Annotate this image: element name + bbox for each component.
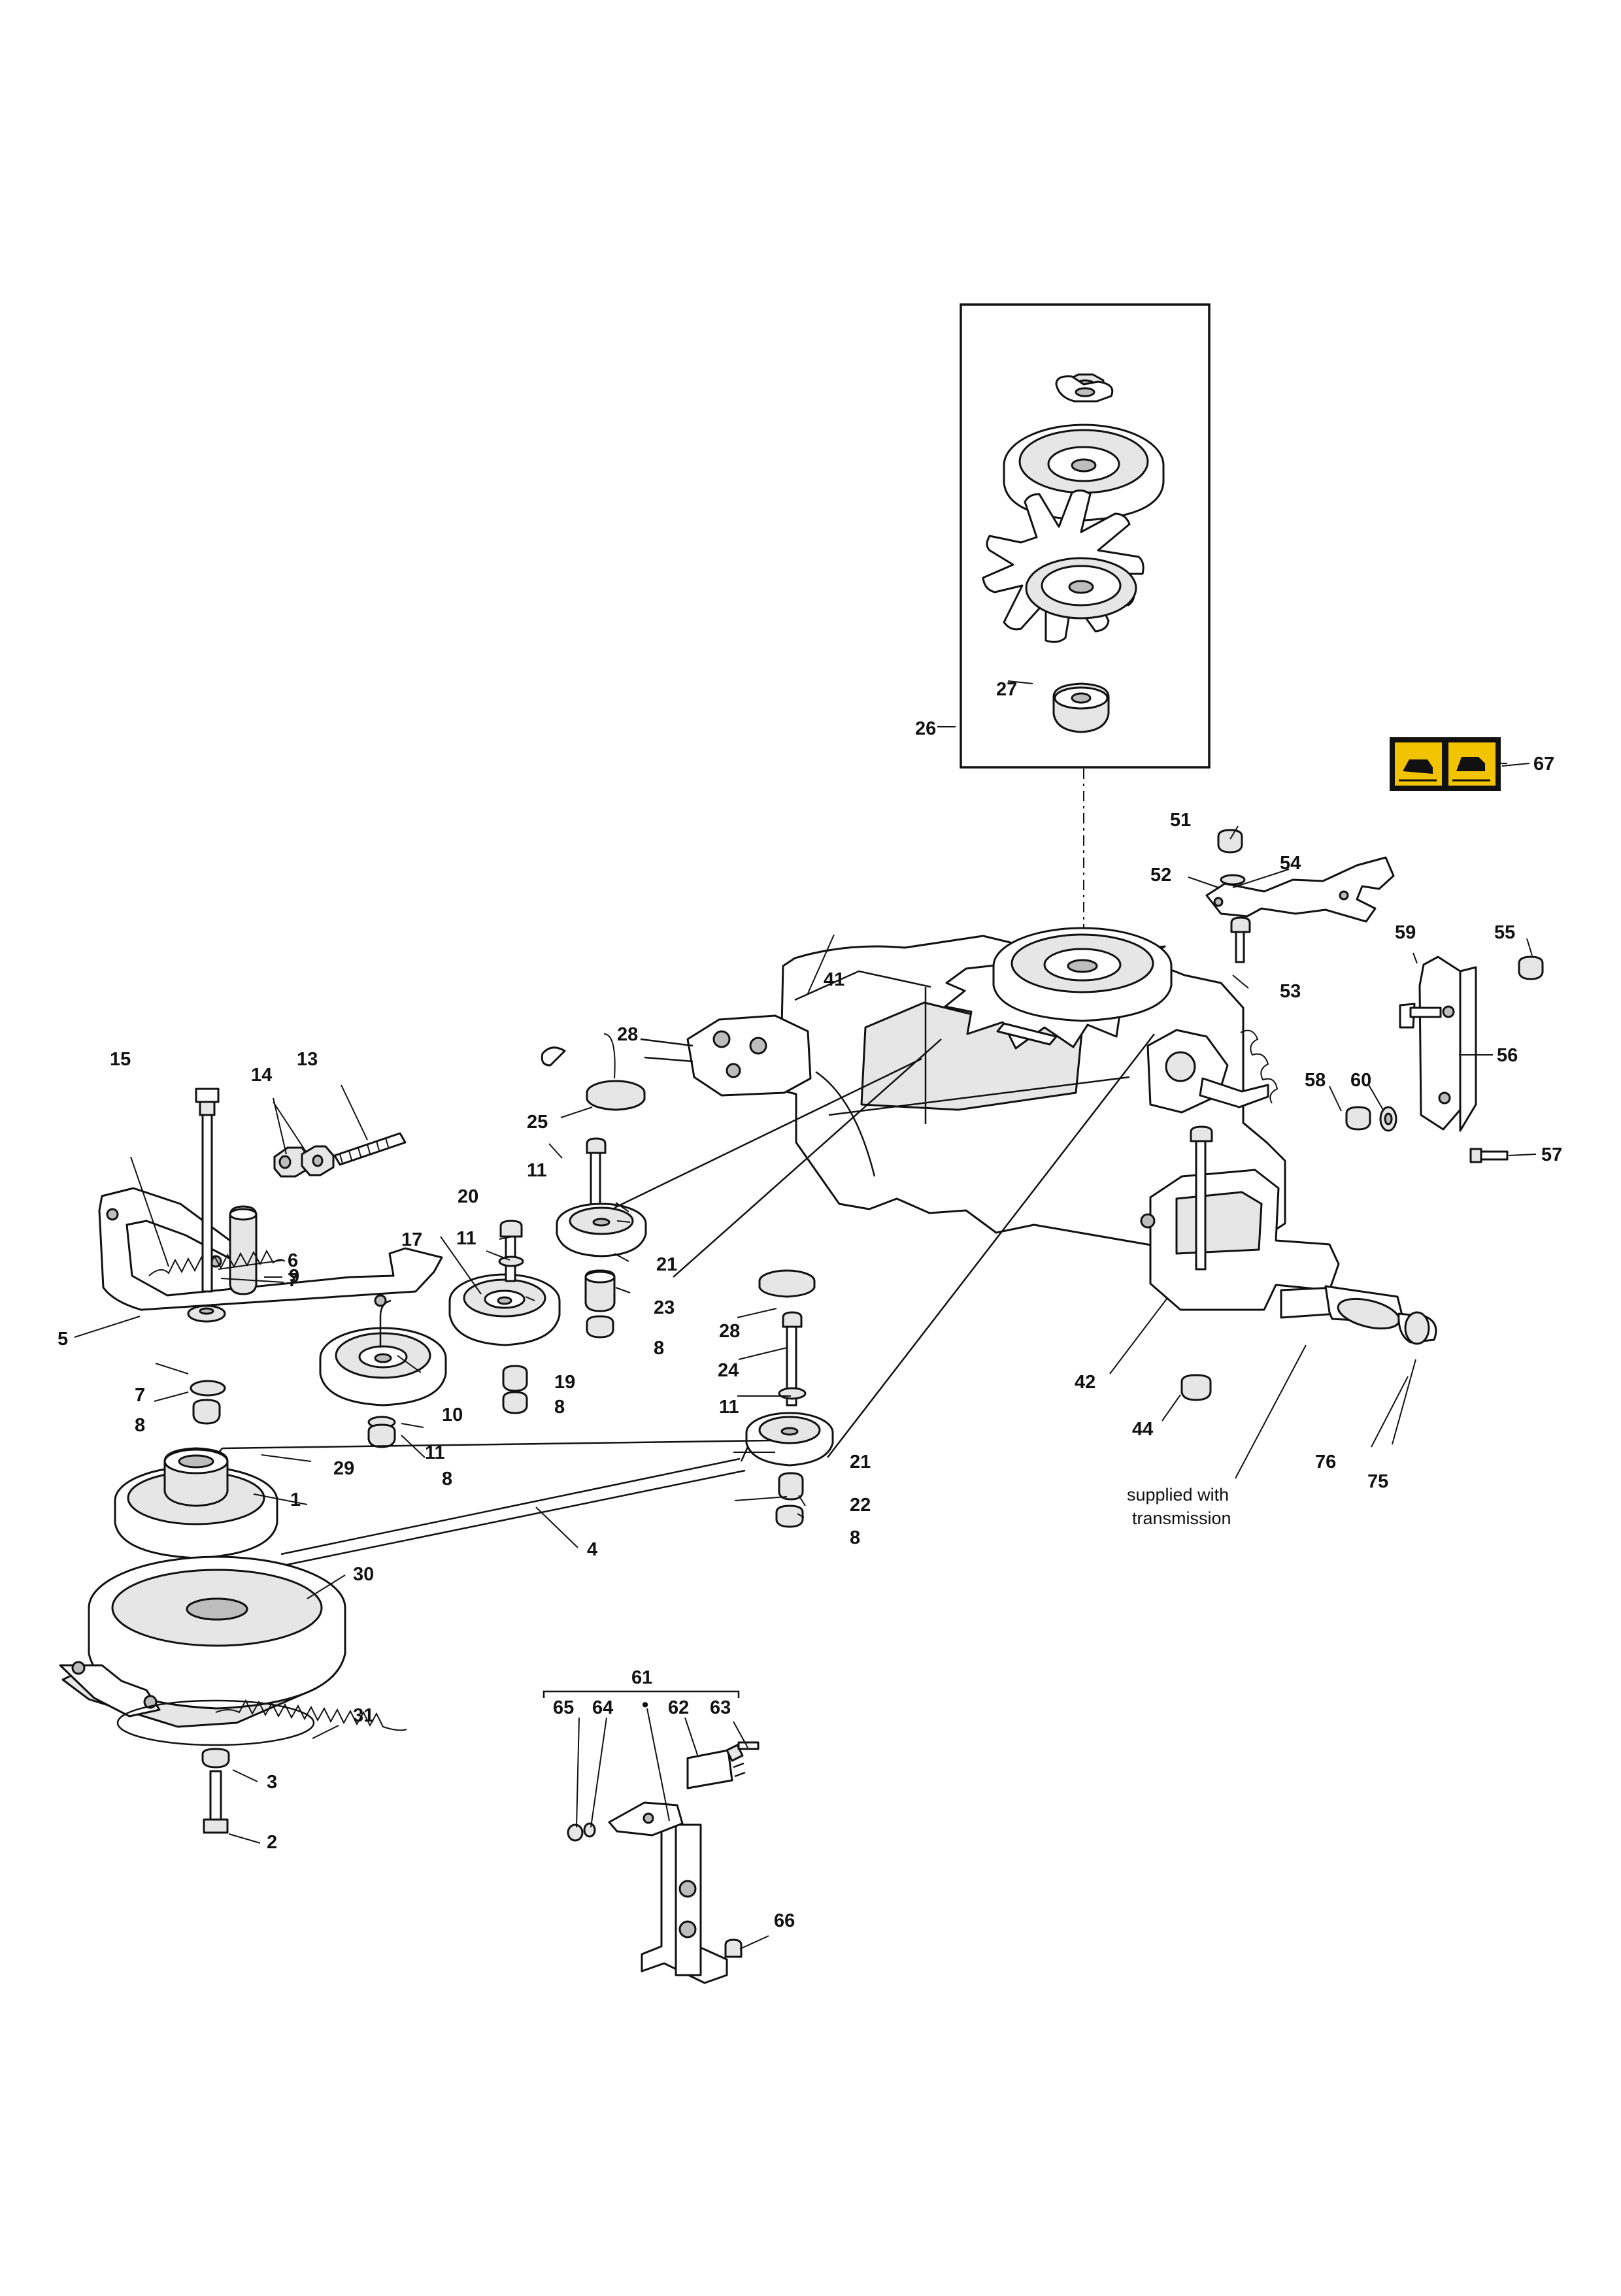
callout-22: 22: [850, 1495, 871, 1516]
callout-5: 5: [58, 1329, 68, 1350]
drive-belt: [207, 1033, 1155, 1569]
seat-switch-kit: [543, 1690, 760, 1984]
callout-66: 66: [774, 1910, 795, 1931]
callout-9: 9: [289, 1266, 299, 1287]
callout-57: 57: [1541, 1144, 1562, 1165]
callout-11: 11: [456, 1228, 476, 1249]
callout-53: 53: [1280, 981, 1301, 1002]
callout-28: 28: [617, 1024, 638, 1045]
clutch-bolt: [201, 1748, 230, 1834]
callout-8: 8: [850, 1527, 860, 1548]
warning-decal: [1390, 737, 1501, 791]
callout-13: 13: [297, 1049, 318, 1070]
callout-65: 65: [553, 1697, 574, 1718]
callout-7: 7: [288, 1270, 298, 1291]
callout-51: 51: [1170, 810, 1191, 831]
callout-31: 31: [353, 1705, 374, 1726]
callout-14: 14: [251, 1065, 272, 1086]
electric-clutch: [59, 1556, 346, 1746]
callout-labels: 1 2 3 4 5 6 7 7 8 8 8 8 8 9 10 11 11 11 …: [58, 679, 1562, 1931]
callout-26: 26: [915, 718, 936, 739]
callout-2: 2: [267, 1832, 277, 1853]
callout-7: 7: [135, 1385, 145, 1406]
idler-pulley-17: [448, 1273, 561, 1346]
callout-21: 21: [850, 1452, 871, 1472]
upper-right-hardware: [1205, 829, 1544, 1163]
callout-75: 75: [1367, 1471, 1388, 1492]
callout-6: 6: [288, 1250, 298, 1271]
idler-bracket: [98, 1187, 443, 1311]
callout-64: 64: [592, 1697, 613, 1718]
callout-11: 11: [425, 1442, 445, 1463]
callout-67: 67: [1533, 754, 1554, 774]
callout-76: 76: [1315, 1452, 1336, 1472]
transmission-note: transmission: [1132, 1508, 1231, 1528]
clutch-spring: [215, 1699, 407, 1731]
callout-8: 8: [135, 1415, 145, 1436]
callout-62: 62: [668, 1697, 689, 1718]
callout-10: 10: [442, 1405, 463, 1425]
callout-55: 55: [1494, 922, 1515, 943]
callout-52: 52: [1150, 865, 1171, 886]
callout-44: 44: [1132, 1419, 1153, 1440]
callout-28: 28: [719, 1321, 740, 1342]
supplied-with-note: supplied with: [1127, 1485, 1229, 1505]
callout-24: 24: [718, 1360, 739, 1381]
pivot-bolt-42: [1180, 1125, 1213, 1401]
callout-19: 19: [554, 1372, 575, 1393]
callout-15: 15: [110, 1049, 131, 1070]
callout-25: 25: [527, 1112, 548, 1133]
callout-30: 30: [353, 1564, 374, 1585]
callout-20: 20: [458, 1186, 478, 1207]
tension-hardware: [148, 1088, 407, 1323]
callout-63: 63: [710, 1697, 731, 1718]
callout-8: 8: [654, 1338, 664, 1359]
callout-58: 58: [1305, 1070, 1326, 1091]
callout-59: 59: [1395, 922, 1416, 943]
engine-pulley: [114, 1447, 278, 1559]
callout-23: 23: [654, 1297, 675, 1318]
callout-3: 3: [267, 1772, 277, 1793]
kit-bullet: •: [642, 1695, 648, 1716]
callout-27: 27: [996, 679, 1017, 700]
pulley-stack-21-lower: [745, 1269, 834, 1528]
leader-lines: [74, 680, 1537, 1950]
callout-29: 29: [333, 1458, 354, 1479]
callout-42: 42: [1075, 1372, 1095, 1393]
callout-8: 8: [554, 1397, 565, 1418]
callout-8: 8: [442, 1469, 452, 1489]
callout-11: 11: [719, 1397, 739, 1418]
callout-11: 11: [527, 1160, 547, 1181]
callout-21: 21: [656, 1254, 677, 1275]
bolt-stack-20: [498, 1220, 528, 1414]
callout-56: 56: [1497, 1045, 1518, 1066]
callout-4: 4: [587, 1539, 597, 1560]
callout-41: 41: [824, 969, 844, 990]
callout-61: 61: [631, 1667, 652, 1688]
inset-fan-kit: [960, 303, 1211, 769]
idler-pulley-10: [190, 1299, 447, 1448]
callout-1: 1: [290, 1489, 301, 1510]
callout-17: 17: [401, 1229, 422, 1250]
callout-60: 60: [1350, 1070, 1371, 1091]
callout-54: 54: [1280, 853, 1301, 874]
transmission-housing: [640, 927, 1437, 1345]
pulley-stack-21-upper: [541, 1046, 647, 1339]
